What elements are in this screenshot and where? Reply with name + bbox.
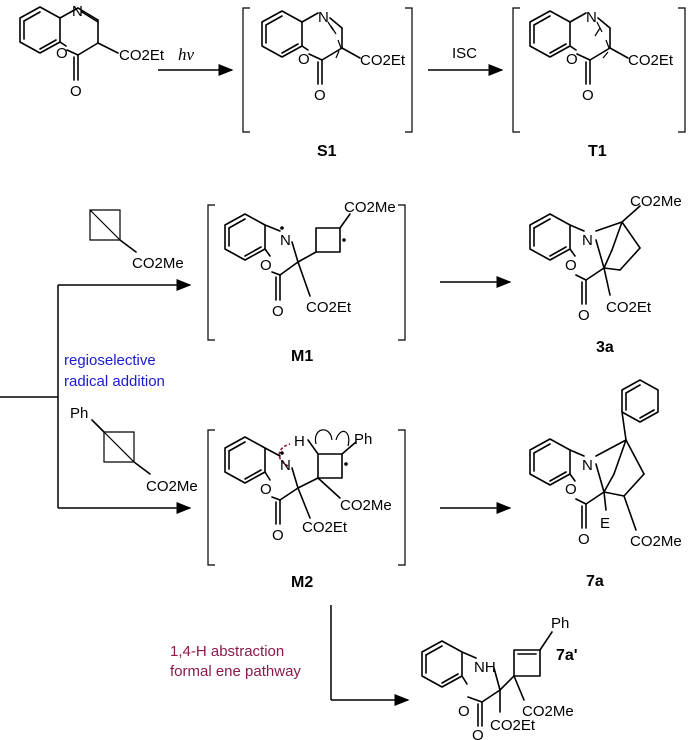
- m2-ester-et: CO2Et: [302, 519, 348, 536]
- p3a-atom-n: N: [582, 232, 593, 249]
- p7a-prime-nh: NH: [474, 659, 496, 676]
- p7a-prime-ester-et: CO2Et: [490, 717, 536, 734]
- s1-label: S1: [317, 143, 337, 160]
- atom-n: N: [72, 3, 83, 20]
- m1-atom-o: O: [260, 257, 272, 274]
- m2-atom-o-carbonyl: O: [272, 527, 284, 544]
- p7a-e: E: [600, 515, 610, 532]
- t1-atom-o: O: [566, 51, 578, 68]
- p3a-ester-top: CO2Me: [630, 193, 682, 210]
- product-7a-prime: NH O O Ph CO2Me CO2Et: [421, 615, 574, 740]
- t1-ester-label: CO2Et: [628, 52, 674, 69]
- atom-o: O: [56, 45, 68, 62]
- m1-intermediate: N O O CO2Me CO2Et: [207, 199, 406, 341]
- starting-material: N O O CO2Et: [19, 3, 165, 100]
- p7a-prime-label: 7a': [556, 647, 578, 664]
- ester-label: CO2Et: [119, 47, 165, 64]
- ene-line2: formal ene pathway: [170, 663, 301, 680]
- p7a-prime-ester-me: CO2Me: [522, 703, 574, 720]
- m1-ester-top: CO2Me: [344, 199, 396, 216]
- p3a-atom-o: O: [565, 257, 577, 274]
- p7a-atom-n: N: [582, 457, 593, 474]
- hv-label: hν: [178, 45, 195, 64]
- s1-atom-o: O: [298, 51, 310, 68]
- t1-atom-n: N: [586, 9, 597, 26]
- p7a-atom-o-carbonyl: O: [578, 531, 590, 548]
- isc-label: ISC: [452, 45, 477, 62]
- m2-atom-n: N: [280, 457, 291, 474]
- bcb-bottom-ph: Ph: [70, 405, 88, 422]
- m1-ester-bottom: CO2Et: [306, 299, 352, 316]
- m1-atom-n: N: [280, 232, 291, 249]
- m2-ph: Ph: [354, 431, 372, 448]
- p7a-atom-o: O: [565, 481, 577, 498]
- m1-atom-o-carbonyl: O: [272, 303, 284, 320]
- s1-intermediate: N O O CO2Et: [242, 7, 413, 133]
- bcb-bottom-ester: CO2Me: [146, 478, 198, 495]
- m2-atom-h: H: [294, 433, 305, 450]
- m1-label: M1: [291, 348, 313, 365]
- m2-ester-me: CO2Me: [340, 497, 392, 514]
- p3a-ester-bottom: CO2Et: [606, 299, 652, 316]
- t1-label: T1: [588, 143, 607, 160]
- s1-ester-label: CO2Et: [360, 52, 406, 69]
- p7a-prime-ph: Ph: [551, 615, 569, 632]
- s1-atom-o-carbonyl: O: [314, 87, 326, 104]
- bcb-reagent-top: CO2Me: [89, 209, 184, 272]
- s1-atom-n: N: [318, 9, 329, 26]
- bcb-reagent-bottom: Ph CO2Me: [70, 405, 198, 495]
- p3a-label: 3a: [596, 339, 614, 356]
- p7a-prime-atom-o: O: [458, 703, 470, 720]
- regio-line1: regioselective: [64, 352, 156, 369]
- p7a-prime-atom-o-carbonyl: O: [472, 727, 484, 740]
- t1-intermediate: N O O CO2Et: [512, 7, 686, 133]
- bcb-top-ester: CO2Me: [132, 255, 184, 272]
- m2-intermediate: N H O O Ph CO2Me CO2Et: [207, 429, 406, 566]
- product-7a: N O O E CO2Me: [529, 379, 682, 550]
- p7a-ester: CO2Me: [630, 533, 682, 550]
- ene-line1: 1,4-H abstraction: [170, 643, 284, 660]
- t1-atom-o-carbonyl: O: [582, 87, 594, 104]
- m2-label: M2: [291, 574, 313, 591]
- m2-atom-o: O: [260, 481, 272, 498]
- product-3a: N O O CO2Me CO2Et: [529, 193, 682, 324]
- regio-line2: radical addition: [64, 373, 165, 390]
- p3a-atom-o-carbonyl: O: [578, 307, 590, 324]
- atom-o-carbonyl: O: [70, 83, 82, 100]
- p7a-label: 7a: [586, 573, 604, 590]
